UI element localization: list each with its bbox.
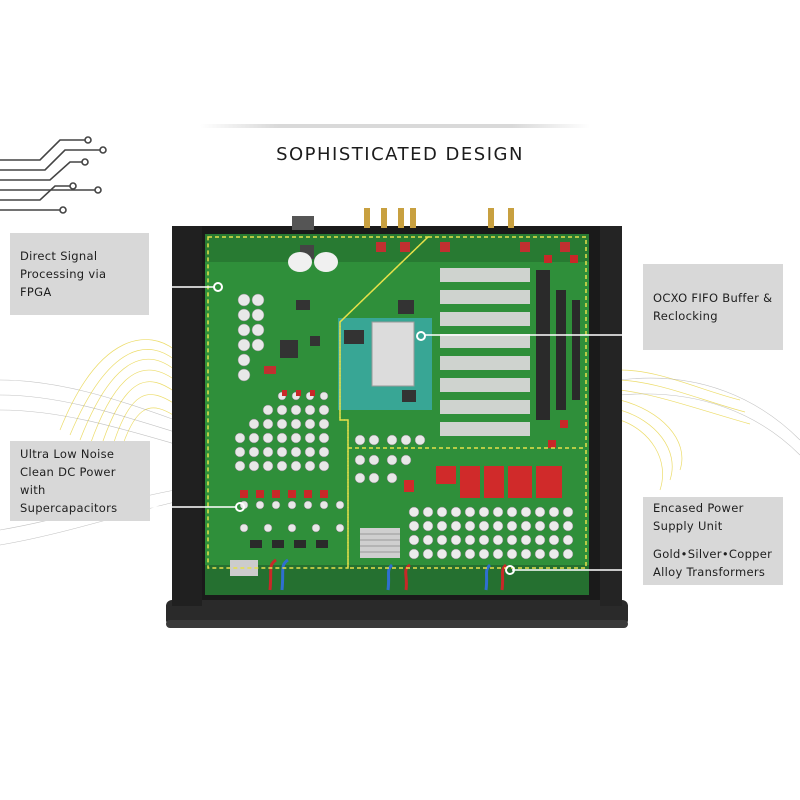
wave-lines-right-gray <box>619 377 800 456</box>
top-row-components <box>288 242 570 272</box>
callout-ocxo-line1: OCXO FIFO Buffer & <box>653 291 773 305</box>
callout-marker-icon <box>213 282 515 575</box>
callout-psu-line1: Encased Power <box>653 501 744 515</box>
psu-red-capacitors <box>404 466 562 498</box>
red-components-right <box>544 255 578 448</box>
callout-psu-line4: Alloy Transformers <box>653 565 766 579</box>
page-title: SOPHISTICATED DESIGN <box>276 144 524 165</box>
chips-low-left <box>250 540 328 548</box>
callout-ocxo-line2: Reclocking <box>653 309 718 323</box>
callout-psu-line2: Supply Unit <box>653 519 723 533</box>
callout-lines <box>149 286 643 571</box>
ocxo-side-chips <box>536 270 580 420</box>
capacitor-grid-left <box>234 391 330 472</box>
ocxo-buffer-rows <box>440 268 530 436</box>
circuit-trace-icon <box>0 136 107 214</box>
capacitor-column-left <box>237 293 265 382</box>
rear-connectors <box>292 208 514 230</box>
callout-power: Ultra Low Noise Clean DC Power with Supe… <box>10 441 150 521</box>
title-divider <box>200 124 590 128</box>
callout-fpga: Direct Signal Processing via FPGA <box>10 233 149 315</box>
highlight-outlines <box>207 236 587 569</box>
callout-power-line1: Ultra Low Noise <box>20 447 115 461</box>
callout-fpga-line1: Direct Signal <box>20 249 98 263</box>
fpga-module <box>338 300 432 410</box>
capacitor-cluster-middle <box>354 434 426 484</box>
callout-ocxo: OCXO FIFO Buffer & Reclocking <box>643 264 783 350</box>
heatsink <box>360 528 400 558</box>
callout-power-line2: Clean DC Power with <box>20 465 116 497</box>
capacitors-row-low-left <box>239 500 345 533</box>
callout-power-line3: Supercapacitors <box>20 501 118 515</box>
wave-lines-right <box>619 369 751 491</box>
callout-psu: Encased Power Supply Unit Gold•Silver•Co… <box>643 497 783 585</box>
red-resistors-left <box>240 390 328 498</box>
callout-psu-line3: Gold•Silver•Copper <box>653 547 773 561</box>
callout-fpga-line2: Processing via FPGA <box>20 267 107 299</box>
chips-left <box>264 300 320 374</box>
psu-capacitor-grid <box>408 506 574 560</box>
